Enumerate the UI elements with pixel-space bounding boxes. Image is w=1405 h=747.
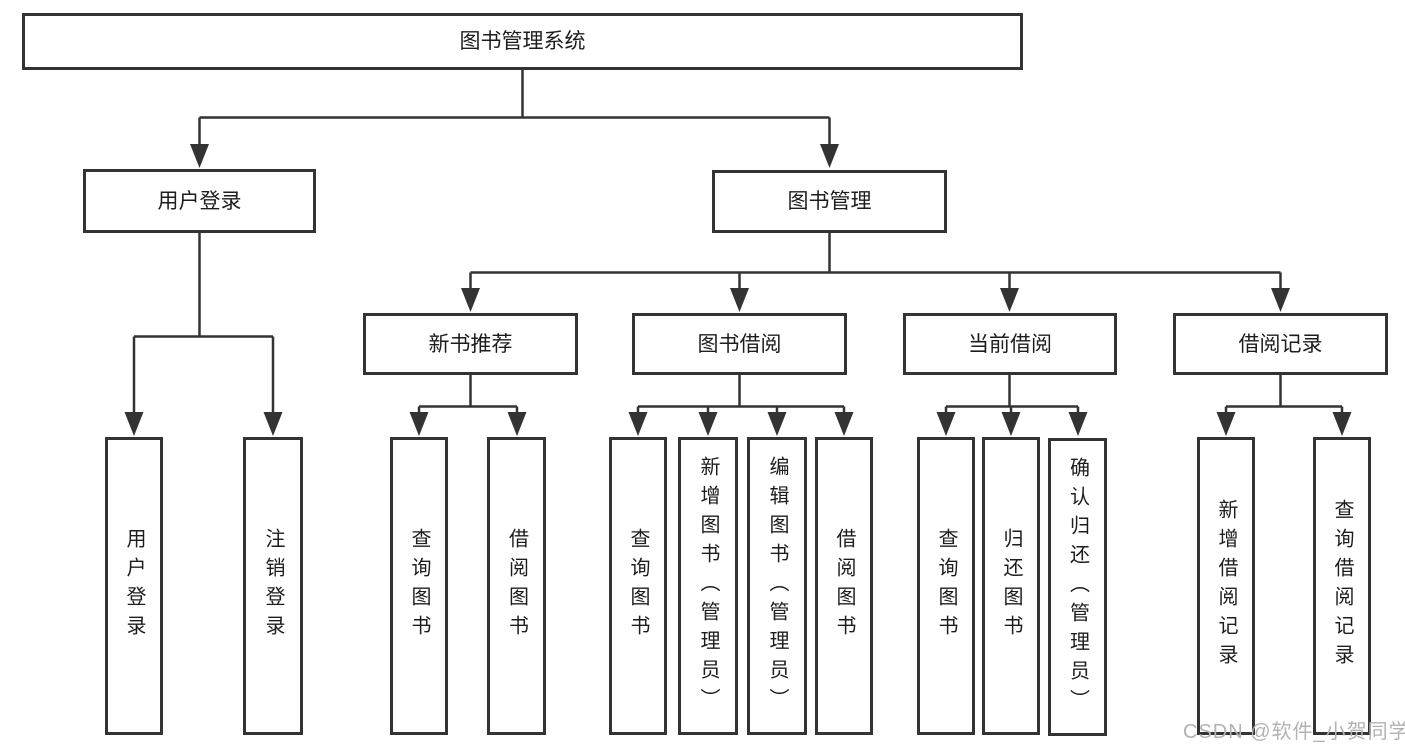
node-book-borrowing: 图书借阅 (632, 313, 847, 375)
leaf-label: 归还图书 (1000, 528, 1022, 644)
node-label: 图书管理 (787, 190, 872, 213)
leaf-borrow-books: 借阅图书 (815, 437, 873, 735)
leaf-label: 借阅图书 (505, 528, 528, 644)
arrowheads (124, 144, 1352, 436)
leaf-label: 用户登录 (123, 528, 145, 644)
leaf-user-login: 用户登录 (105, 437, 163, 735)
leaf-label: 借阅图书 (833, 528, 855, 644)
node-book-management: 图书管理 (712, 170, 947, 233)
leaf-logout: 注销登录 (243, 437, 303, 735)
leaf-label: 查询图书 (627, 528, 649, 644)
leaf-label: 新增借阅记录 (1215, 499, 1237, 673)
node-label: 新书推荐 (428, 332, 513, 356)
leaf-query-books: 查询图书 (917, 437, 975, 735)
node-user-login: 用户登录 (83, 169, 316, 233)
leaf-query-books: 查询图书 (609, 437, 667, 735)
leaf-query-borrow-record: 查询借阅记录 (1313, 437, 1371, 735)
leaf-add-borrow-record: 新增借阅记录 (1197, 437, 1255, 735)
node-borrowing-records: 借阅记录 (1173, 313, 1388, 375)
node-label: 当前借阅 (968, 332, 1052, 356)
node-label: 借阅记录 (1238, 332, 1323, 356)
leaf-label: 查询图书 (408, 528, 430, 644)
leaf-confirm-return-admin: 确认归还（管理员） (1048, 438, 1107, 736)
leaf-label: 查询借阅记录 (1331, 499, 1353, 673)
leaf-query-books: 查询图书 (390, 437, 448, 735)
node-label: 图书借阅 (697, 332, 782, 356)
leaf-label: 编辑图书（管理员） (766, 455, 788, 717)
node-library-management-system: 图书管理系统 (22, 13, 1023, 70)
leaf-return-book: 归还图书 (982, 437, 1040, 735)
node-current-borrowing: 当前借阅 (903, 313, 1117, 375)
node-new-book-recommendation: 新书推荐 (363, 313, 578, 375)
leaf-borrow-books: 借阅图书 (487, 437, 546, 735)
node-label: 用户登录 (157, 189, 242, 213)
leaf-add-book-admin: 新增图书（管理员） (678, 437, 738, 735)
leaf-label: 确认归还（管理员） (1066, 456, 1089, 718)
leaf-edit-book-admin: 编辑图书（管理员） (747, 437, 807, 735)
csdn-watermark: CSDN @软件_小贺同学 (1183, 721, 1405, 743)
tree-edges (132, 70, 1344, 418)
node-label: 图书管理系统 (459, 30, 586, 53)
leaf-label: 新增图书（管理员） (697, 455, 719, 717)
leaf-label: 注销登录 (262, 528, 284, 644)
leaf-label: 查询图书 (935, 528, 957, 644)
